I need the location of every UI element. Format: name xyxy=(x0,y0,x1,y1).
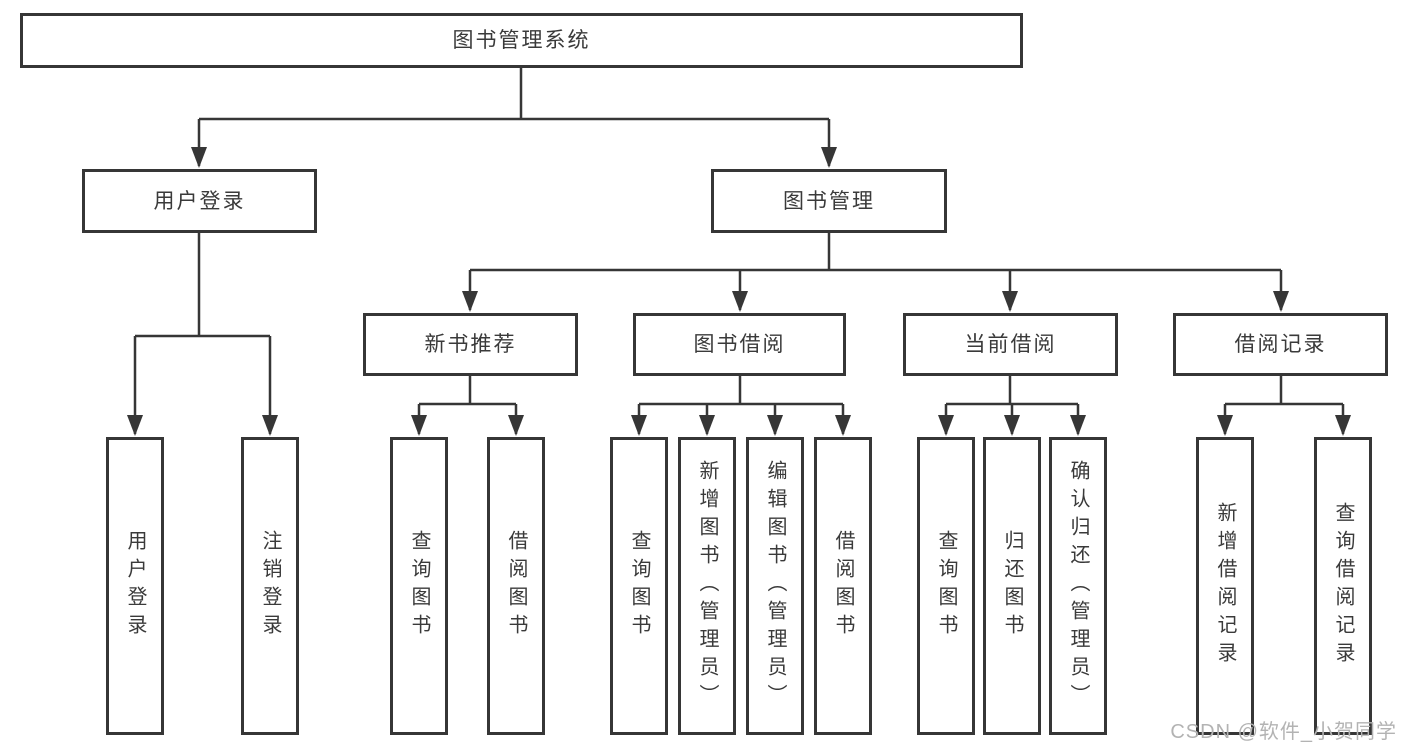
node-root-library-system: 图书管理系统 xyxy=(20,13,1023,68)
arrow-icon xyxy=(191,147,207,168)
arrow-icon xyxy=(1002,291,1018,312)
edge-borrow-records-to-leaves xyxy=(1223,376,1345,434)
leaf-query-books-borrow: 查询图书 xyxy=(610,437,668,735)
node-book-borrow: 图书借阅 xyxy=(633,313,846,376)
edge-book-borrow-to-leaves xyxy=(637,376,845,434)
arrow-icon xyxy=(767,415,783,436)
arrow-icon xyxy=(1070,415,1086,436)
arrow-icon xyxy=(631,415,647,436)
arrow-icon xyxy=(1004,415,1020,436)
edge-book-management-to-groups xyxy=(468,233,1283,310)
leaf-edit-books-admin: 编辑图书（管理员） xyxy=(746,437,804,735)
edge-user-login-to-leaves xyxy=(133,233,272,434)
arrow-icon xyxy=(1217,415,1233,436)
leaf-return-books: 归还图书 xyxy=(983,437,1041,735)
arrow-icon xyxy=(127,415,143,436)
node-user-login: 用户登录 xyxy=(82,169,317,233)
node-book-management: 图书管理 xyxy=(711,169,947,233)
arrow-icon xyxy=(835,415,851,436)
leaf-user-login: 用户登录 xyxy=(106,437,164,735)
arrow-icon xyxy=(411,415,427,436)
arrow-icon xyxy=(938,415,954,436)
node-borrow-records: 借阅记录 xyxy=(1173,313,1388,376)
leaf-logout: 注销登录 xyxy=(241,437,299,735)
arrow-icon xyxy=(508,415,524,436)
leaf-confirm-return-admin: 确认归还（管理员） xyxy=(1049,437,1107,735)
arrow-icon xyxy=(1273,291,1289,312)
node-new-book-recommend: 新书推荐 xyxy=(363,313,578,376)
leaf-borrow-books: 借阅图书 xyxy=(814,437,872,735)
leaf-borrow-books-recommend: 借阅图书 xyxy=(487,437,545,735)
csdn-watermark: CSDN @软件_小贺同学 xyxy=(1170,721,1397,743)
arrow-icon xyxy=(462,291,478,312)
leaf-query-books-current: 查询图书 xyxy=(917,437,975,735)
leaf-add-books-admin: 新增图书（管理员） xyxy=(678,437,736,735)
leaf-query-books-recommend: 查询图书 xyxy=(390,437,448,735)
leaf-query-borrow-record: 查询借阅记录 xyxy=(1314,437,1372,735)
edge-new-book-recommend-to-leaves xyxy=(417,376,518,434)
leaf-add-borrow-record: 新增借阅记录 xyxy=(1196,437,1254,735)
arrow-icon xyxy=(699,415,715,436)
arrow-icon xyxy=(732,291,748,312)
node-current-borrow: 当前借阅 xyxy=(903,313,1118,376)
edge-root-to-level2 xyxy=(197,68,831,166)
arrow-icon xyxy=(262,415,278,436)
arrow-icon xyxy=(821,147,837,168)
arrow-icon xyxy=(1335,415,1351,436)
